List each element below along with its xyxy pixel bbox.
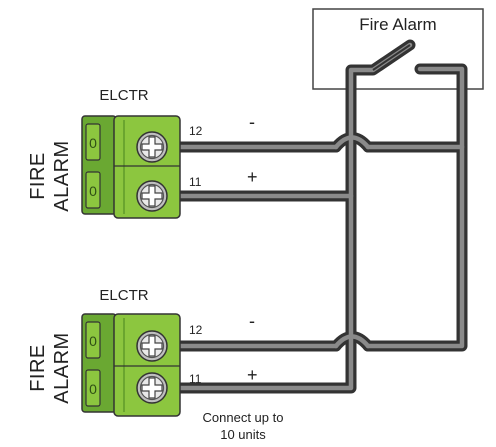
side-label-alarm: ALARM [51, 140, 73, 211]
polarity-positive: + [247, 365, 258, 385]
note-line-2: 10 units [220, 427, 266, 442]
terminal-block: 0 0 [81, 115, 181, 219]
side-label-fire: FIRE [27, 344, 49, 392]
svg-text:0: 0 [89, 333, 97, 349]
wires-inner [177, 42, 465, 391]
screw-terminal-11 [136, 180, 168, 212]
fire-alarm-label: Fire Alarm [359, 15, 436, 34]
terminal-label-11: 11 [189, 372, 202, 386]
wires-outer [174, 39, 468, 394]
polarity-positive: + [247, 167, 258, 187]
svg-text:0: 0 [89, 381, 97, 397]
switch-lever [372, 44, 411, 71]
svg-text:0: 0 [89, 135, 97, 151]
svg-text:0: 0 [89, 183, 97, 199]
terminal-block: 0 0 [81, 313, 181, 417]
terminal-label-12: 12 [189, 124, 203, 138]
screw-terminal-11 [136, 372, 168, 404]
note-line-1: Connect up to [203, 410, 284, 425]
screw-terminal-12 [136, 330, 168, 362]
terminal-label-11: 11 [189, 175, 202, 189]
unit-header: ELCTR [99, 287, 148, 304]
fire-alarm-box: Fire Alarm [312, 8, 484, 90]
connection-note: Connect up to 10 units [203, 410, 284, 442]
fire-alarm-unit-1: ELCTR FIRE ALARM 0 0 12 11 - + [27, 87, 258, 219]
fire-alarm-unit-2: ELCTR FIRE ALARM 0 0 12 11 - + [27, 287, 258, 417]
screw-terminal-12 [136, 131, 168, 163]
terminal-label-12: 12 [189, 323, 203, 337]
unit-header: ELCTR [99, 87, 148, 104]
side-label-fire: FIRE [27, 152, 49, 200]
polarity-negative: - [249, 112, 255, 132]
polarity-negative: - [249, 311, 255, 331]
side-label-alarm: ALARM [51, 332, 73, 403]
